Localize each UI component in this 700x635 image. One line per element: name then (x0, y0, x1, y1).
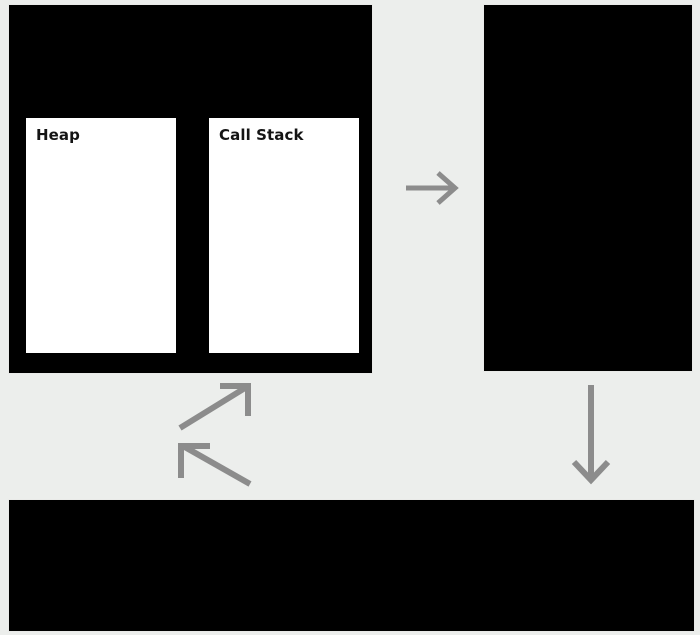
arrow-down-icon (571, 385, 611, 485)
runtime-panel-caption (19, 357, 364, 370)
call-stack-label: Call Stack (219, 126, 304, 144)
runtime-panel: Heap Call Stack (8, 4, 373, 374)
arrow-right-icon (406, 171, 459, 205)
arrow-down-left-icon (178, 443, 252, 487)
arrow-up-right-icon (178, 383, 251, 431)
source-panel (8, 499, 695, 632)
engine-panel (483, 4, 693, 372)
heap-label: Heap (36, 126, 80, 144)
heap-box: Heap (26, 118, 176, 353)
call-stack-box: Call Stack (209, 118, 359, 353)
